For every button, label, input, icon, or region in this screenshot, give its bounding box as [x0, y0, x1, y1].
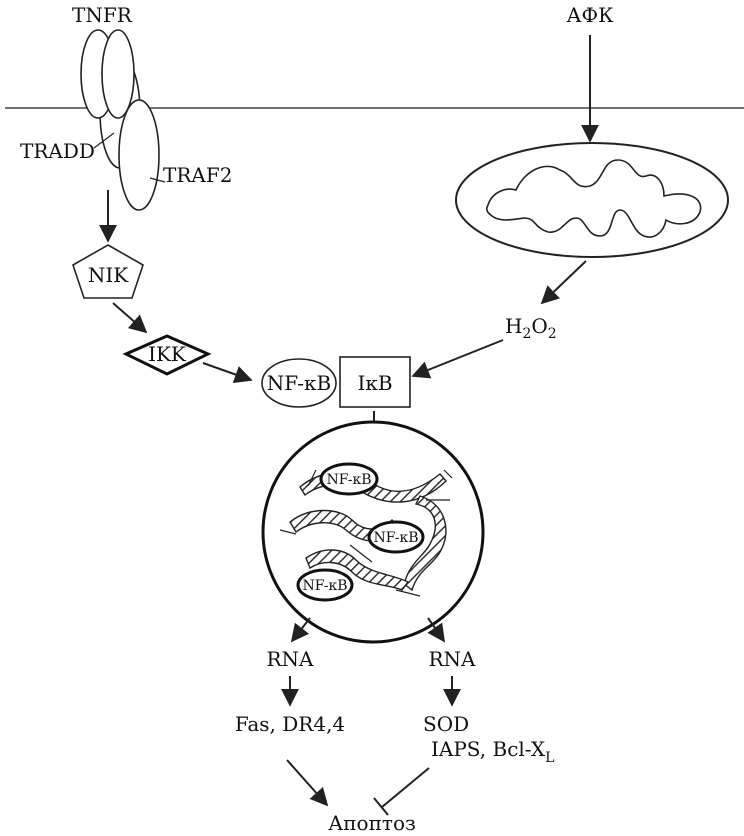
h2o2-label: H2O2: [505, 314, 557, 342]
nfkb-label: NF-κB: [267, 371, 331, 395]
tnfr-receptor-complex: [81, 30, 159, 210]
nfkb-nucleus-label-3: NF-κB: [302, 578, 347, 594]
iaps-label: IAPS, Bcl-XL: [431, 737, 554, 766]
sod-label: SOD: [423, 712, 469, 736]
inhibit-line-to-apoptosis: [382, 768, 429, 807]
rna-left-label: RNA: [266, 647, 314, 671]
traf2-label: TRAF2: [163, 163, 232, 187]
nfkb-nucleus-label-1: NF-κB: [326, 472, 371, 488]
nik-label: NIK: [88, 263, 129, 287]
nfkb-nucleus-label-2: NF-κB: [373, 530, 418, 546]
mitochondrion: [456, 143, 728, 257]
ikb-label: IκB: [357, 371, 392, 395]
tradd-label: TRADD: [20, 139, 95, 163]
arrow-nucleus-to-rna-left: [292, 618, 310, 641]
arrow-h2o2-to-ikb: [413, 340, 503, 376]
traf2-ellipse: [119, 100, 159, 210]
ikk-label: IKK: [148, 342, 187, 366]
arrow-mitochondrion-to-h2o2: [542, 261, 586, 303]
rna-right-label: RNA: [428, 647, 476, 671]
arrow-ikk-to-nfkb: [203, 363, 251, 380]
arrow-fas-to-apoptosis: [287, 760, 327, 805]
afk-label: АФК: [566, 3, 614, 27]
tnfr-label: TNFR: [72, 3, 133, 27]
fas-label: Fas, DR4,4: [235, 712, 345, 736]
tnfr-ellipse-right: [102, 30, 134, 118]
arrow-nik-to-ikk: [113, 303, 146, 332]
apoptosis-label: Апоптоз: [328, 811, 416, 835]
